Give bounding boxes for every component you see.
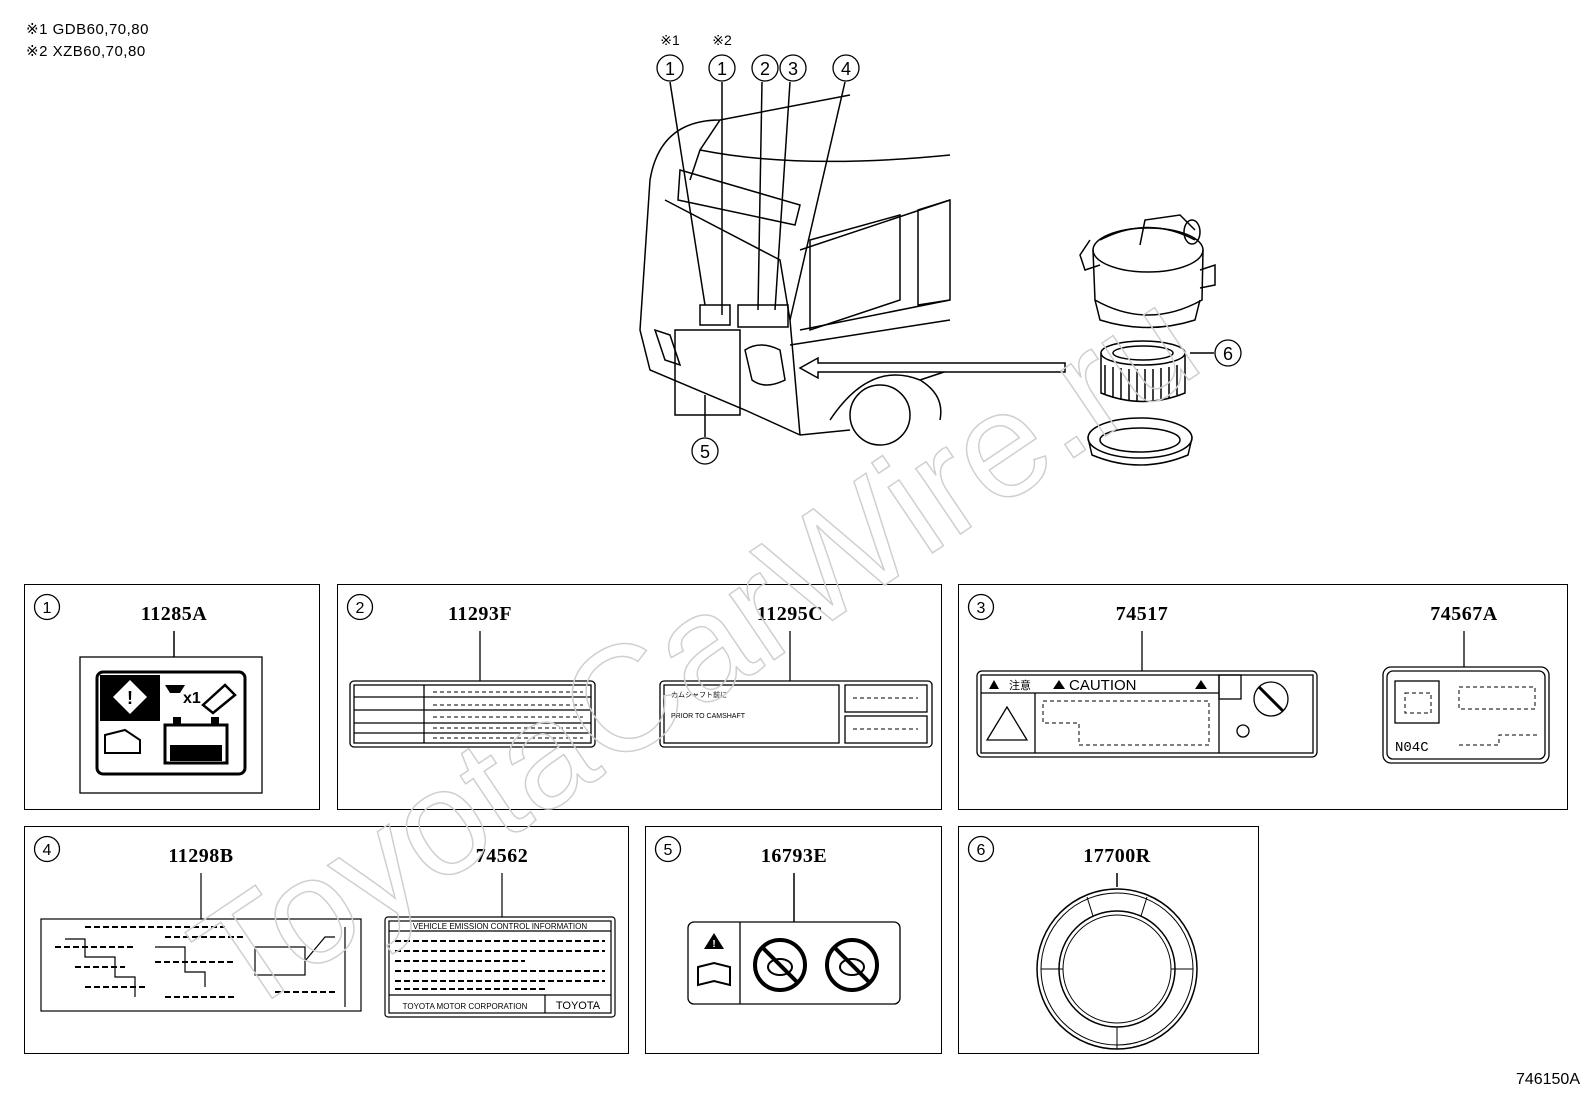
part-number: 17700R: [1083, 845, 1151, 867]
label-11285A: ! x1: [79, 631, 263, 794]
part-number: 74517: [1115, 603, 1169, 625]
label-74562: [384, 916, 616, 1018]
svg-text:5: 5: [664, 842, 673, 859]
label-74567A: [1382, 666, 1550, 764]
diagram-number: 746150A: [1515, 1071, 1580, 1088]
callout-5: 5: [700, 442, 710, 462]
panel-4: 4 11298B 74562: [24, 826, 629, 1054]
callout-1a: 1: [665, 59, 675, 79]
part-number: 16793E: [760, 845, 828, 867]
vehicle-drawing: ※1 ※2 1 1 2 3 4 5 6: [639, 32, 1242, 466]
labels-panel-4: VEHICLE EMISSION CONTROL INFORMATION TOY…: [40, 873, 616, 1018]
svg-text:3: 3: [977, 600, 986, 617]
svg-text:2: 2: [356, 600, 365, 617]
panel-6: 6 17700R: [958, 826, 1259, 1054]
panel-badge-1: 1: [33, 593, 61, 621]
label-11298B: [40, 918, 362, 1012]
label-74517: [976, 670, 1318, 758]
panel-1: 1 11285A ! x1: [24, 584, 320, 810]
part-number: 11298B: [168, 845, 234, 867]
panel-badge-2: 2: [346, 593, 374, 621]
labels-panel-3: 注意 CAUTION N04C: [976, 631, 1550, 764]
part-number: 74562: [475, 845, 529, 867]
callout-6: 6: [1223, 344, 1233, 364]
svg-text:x1: x1: [183, 690, 201, 707]
svg-text:!: !: [127, 688, 133, 708]
callout-1b: 1: [717, 59, 727, 79]
callout-2: 2: [760, 59, 770, 79]
panel-3: 3 74517 74567A 注意 C: [958, 584, 1568, 810]
prohibition-icon-1: [753, 938, 807, 992]
svg-text:!: !: [712, 939, 715, 950]
svg-text:6: 6: [977, 842, 986, 859]
emission-maker: TOYOTA MOTOR CORPORATION: [403, 1002, 528, 1011]
caution-text: CAUTION: [1069, 677, 1137, 694]
note-2: ※2 XZB60,70,80: [26, 43, 146, 60]
prohibition-icon-2: [825, 938, 879, 992]
note-1: ※1 GDB60,70,80: [26, 21, 149, 38]
panel-5: 5 16793E !: [645, 826, 942, 1054]
camshaft-text: PRIOR TO CAMSHAFT: [671, 713, 746, 720]
emission-title: VEHICLE EMISSION CONTROL INFORMATION: [413, 922, 587, 931]
ref-mark-2: ※2: [712, 32, 732, 48]
cab-outline: [649, 94, 851, 181]
part-number: 11293F: [447, 603, 513, 625]
panel-badge-5: 5: [654, 835, 682, 863]
part-number: 11285A: [140, 603, 208, 625]
caution-jp: 注意: [1009, 678, 1031, 692]
svg-text:1: 1: [43, 600, 52, 617]
panel-badge-4: 4: [33, 835, 61, 863]
svg-text:4: 4: [43, 842, 52, 859]
labels-panel-2: カムシャフト前に PRIOR TO CAMSHAFT: [349, 631, 933, 748]
callout-3: 3: [788, 59, 798, 79]
ref-mark-1: ※1: [660, 32, 680, 48]
callout-4: 4: [841, 59, 851, 79]
svg-text:カムシャフト前に: カムシャフト前に: [671, 690, 727, 699]
label-17700R: [1036, 873, 1198, 1050]
panel-2: 2 11293F 11295C カムシャフト前に: [337, 584, 942, 810]
part-number: 74567A: [1430, 603, 1498, 625]
label-11293F: [349, 680, 596, 748]
engine-code: N04C: [1395, 740, 1429, 756]
part-number: 11295C: [756, 603, 824, 625]
emission-brand: TOYOTA: [556, 1000, 601, 1012]
panel-badge-6: 6: [967, 835, 995, 863]
label-11295C: [659, 680, 933, 748]
label-16793E: !: [687, 873, 901, 1005]
panel-badge-3: 3: [967, 593, 995, 621]
